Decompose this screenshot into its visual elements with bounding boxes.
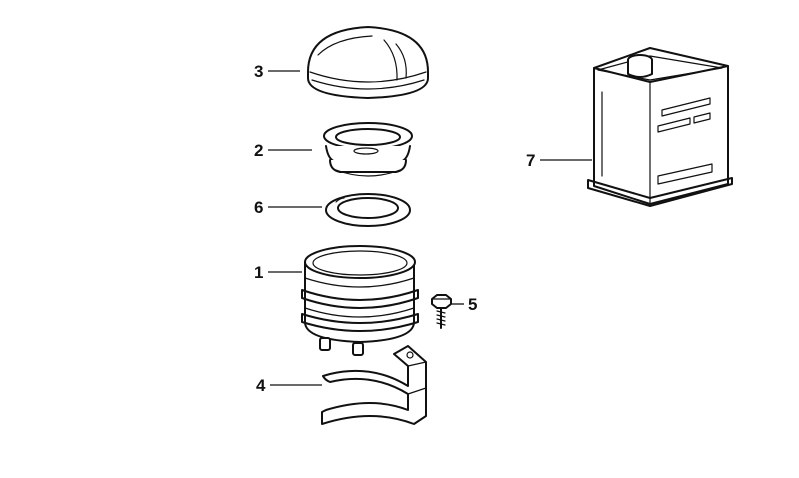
callout-4: 4 xyxy=(256,376,266,395)
leader-lines xyxy=(268,70,592,386)
fluid-can-icon xyxy=(587,47,733,207)
callout-1: 1 xyxy=(254,263,264,282)
sealing-ring-icon xyxy=(325,193,411,227)
hex-screw-icon xyxy=(431,294,452,329)
callout-2: 2 xyxy=(254,141,264,160)
reservoir-cap-icon xyxy=(307,26,429,99)
mounting-bracket-icon xyxy=(321,345,427,425)
callout-5: 5 xyxy=(468,295,478,314)
callout-7: 7 xyxy=(526,151,536,170)
callout-6: 6 xyxy=(254,198,264,217)
callout-3: 3 xyxy=(254,62,264,81)
fluid-reservoir-icon xyxy=(301,245,419,356)
bellows-seal-icon xyxy=(323,122,413,177)
